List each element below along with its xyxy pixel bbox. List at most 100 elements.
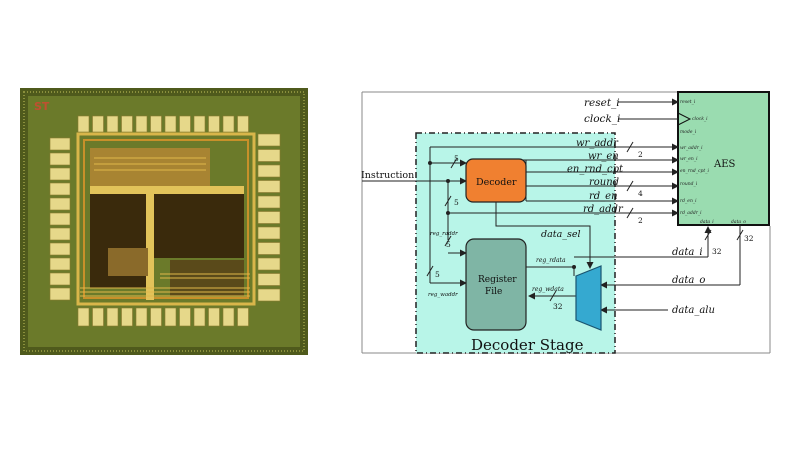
label-data-alu: data_alu xyxy=(672,305,715,316)
bond-pad xyxy=(257,133,281,147)
chip-die-photo: ST xyxy=(20,88,308,355)
pad-column-left xyxy=(49,137,71,301)
bus-width-reg-waddr: 5 xyxy=(435,270,440,279)
routing-lines xyxy=(80,157,250,297)
bus-width-wr-addr: 2 xyxy=(638,150,643,159)
wire-data-sel xyxy=(495,202,594,269)
label-round: round xyxy=(589,177,619,188)
bond-pad xyxy=(49,227,71,241)
bond-pad xyxy=(92,115,104,133)
bond-pad xyxy=(49,242,71,256)
bond-pad xyxy=(222,115,235,133)
aes-port-clock: clock_i xyxy=(692,116,708,122)
aes-port-rd-addr: rd_addr_i xyxy=(680,210,702,216)
register-file-block xyxy=(465,238,527,331)
label-data-o: data_o xyxy=(672,275,705,286)
label-clock: clock_i xyxy=(584,113,620,125)
bond-pad xyxy=(257,242,281,255)
metal-ring-outer xyxy=(76,132,256,306)
bond-pad xyxy=(121,307,133,327)
bus-width-decoder-in: 5 xyxy=(454,154,459,163)
bus-width-reg-wdata: 32 xyxy=(553,302,563,311)
junction-dot xyxy=(572,265,576,269)
bond-pad xyxy=(208,115,220,133)
bond-pad xyxy=(164,115,177,133)
label-data-i: data_i xyxy=(672,247,703,258)
label-wr-en: wr_en xyxy=(588,151,619,162)
aes-port-round: round_i xyxy=(680,181,698,187)
bond-pad xyxy=(257,195,281,209)
bond-pad xyxy=(237,115,249,133)
bus-width-round: 4 xyxy=(638,189,643,198)
aes-port-reset: reset_i xyxy=(680,99,696,105)
bond-pad xyxy=(49,287,71,301)
core-region-top xyxy=(90,148,210,188)
label-wr-addr: wr_addr xyxy=(576,138,619,149)
bond-pad xyxy=(179,115,191,133)
pad-row-bottom xyxy=(77,307,249,327)
metal-ring-inner xyxy=(83,139,249,299)
register-file-label-line2: File xyxy=(485,287,502,297)
bond-pad xyxy=(257,211,281,224)
label-reg-rdata: reg_rdata xyxy=(536,257,566,264)
die-edge-pattern xyxy=(23,91,305,352)
bond-pad xyxy=(164,307,177,327)
bond-pad xyxy=(257,226,281,240)
bond-pad xyxy=(257,288,281,302)
bond-pad xyxy=(135,307,148,327)
register-file-label-line1: Register xyxy=(478,275,517,285)
bond-pad xyxy=(49,197,71,211)
bond-pad xyxy=(257,149,281,162)
label-instruction: Instruction xyxy=(361,170,414,181)
aes-clock-symbol xyxy=(677,112,692,126)
bond-pad xyxy=(121,115,133,133)
decoder-stage-label: Decoder Stage xyxy=(471,336,584,354)
bond-pad xyxy=(77,115,90,133)
aes-port-data-o: data_o xyxy=(731,219,746,225)
aes-port-en-rnd-cpt: en_rnd_cpt_i xyxy=(680,168,709,174)
bond-pad xyxy=(92,307,104,327)
pad-column-right xyxy=(257,133,281,302)
bond-pad xyxy=(106,307,119,327)
bond-pad xyxy=(257,257,281,271)
bond-pad xyxy=(150,307,162,327)
bond-pad xyxy=(150,115,162,133)
aes-port-mode: mode_i xyxy=(680,129,697,135)
bond-pad xyxy=(49,137,71,151)
bond-pad xyxy=(49,167,71,181)
data-mux xyxy=(575,265,602,331)
bond-pad xyxy=(49,257,71,271)
junction-dot xyxy=(446,211,450,215)
aes-block xyxy=(677,91,770,226)
bus-width-data-i: 32 xyxy=(712,247,722,256)
pad-row-top xyxy=(77,115,249,133)
bond-pad xyxy=(193,307,206,327)
metal-bus-vertical xyxy=(146,188,154,300)
bus-width-rd-tap: 5 xyxy=(454,198,459,207)
label-reg-raddr: reg_raddr xyxy=(430,231,458,237)
bond-pad xyxy=(208,307,220,327)
bond-pad xyxy=(257,180,281,193)
metal-bus-horizontal xyxy=(90,186,244,194)
label-rd-en: rd_en xyxy=(589,191,618,202)
label-en-rnd-cpt: en_rnd_cpt xyxy=(567,164,624,175)
bond-pad xyxy=(49,182,71,196)
decoder-block xyxy=(465,158,527,203)
bond-pad xyxy=(106,115,119,133)
decoder-label: Decoder xyxy=(476,177,517,188)
junction-dot xyxy=(428,161,432,165)
bond-pad xyxy=(193,115,206,133)
label-data-sel: data_sel xyxy=(541,229,581,240)
core-block-logic xyxy=(108,248,148,276)
bond-pad xyxy=(237,307,249,327)
label-reg-wdata: reg_wdata xyxy=(532,286,564,293)
label-reset: reset_i xyxy=(584,97,620,109)
junction-dot xyxy=(446,179,450,183)
bond-pad xyxy=(257,273,281,286)
bond-pad xyxy=(49,212,71,226)
label-reg-waddr: reg_waddr xyxy=(428,292,458,298)
aes-port-data-i: data_i xyxy=(700,219,714,225)
label-rd-addr: rd_addr xyxy=(583,204,624,215)
bus-width-reg-raddr: 5 xyxy=(446,240,451,249)
bond-pad xyxy=(257,164,281,178)
